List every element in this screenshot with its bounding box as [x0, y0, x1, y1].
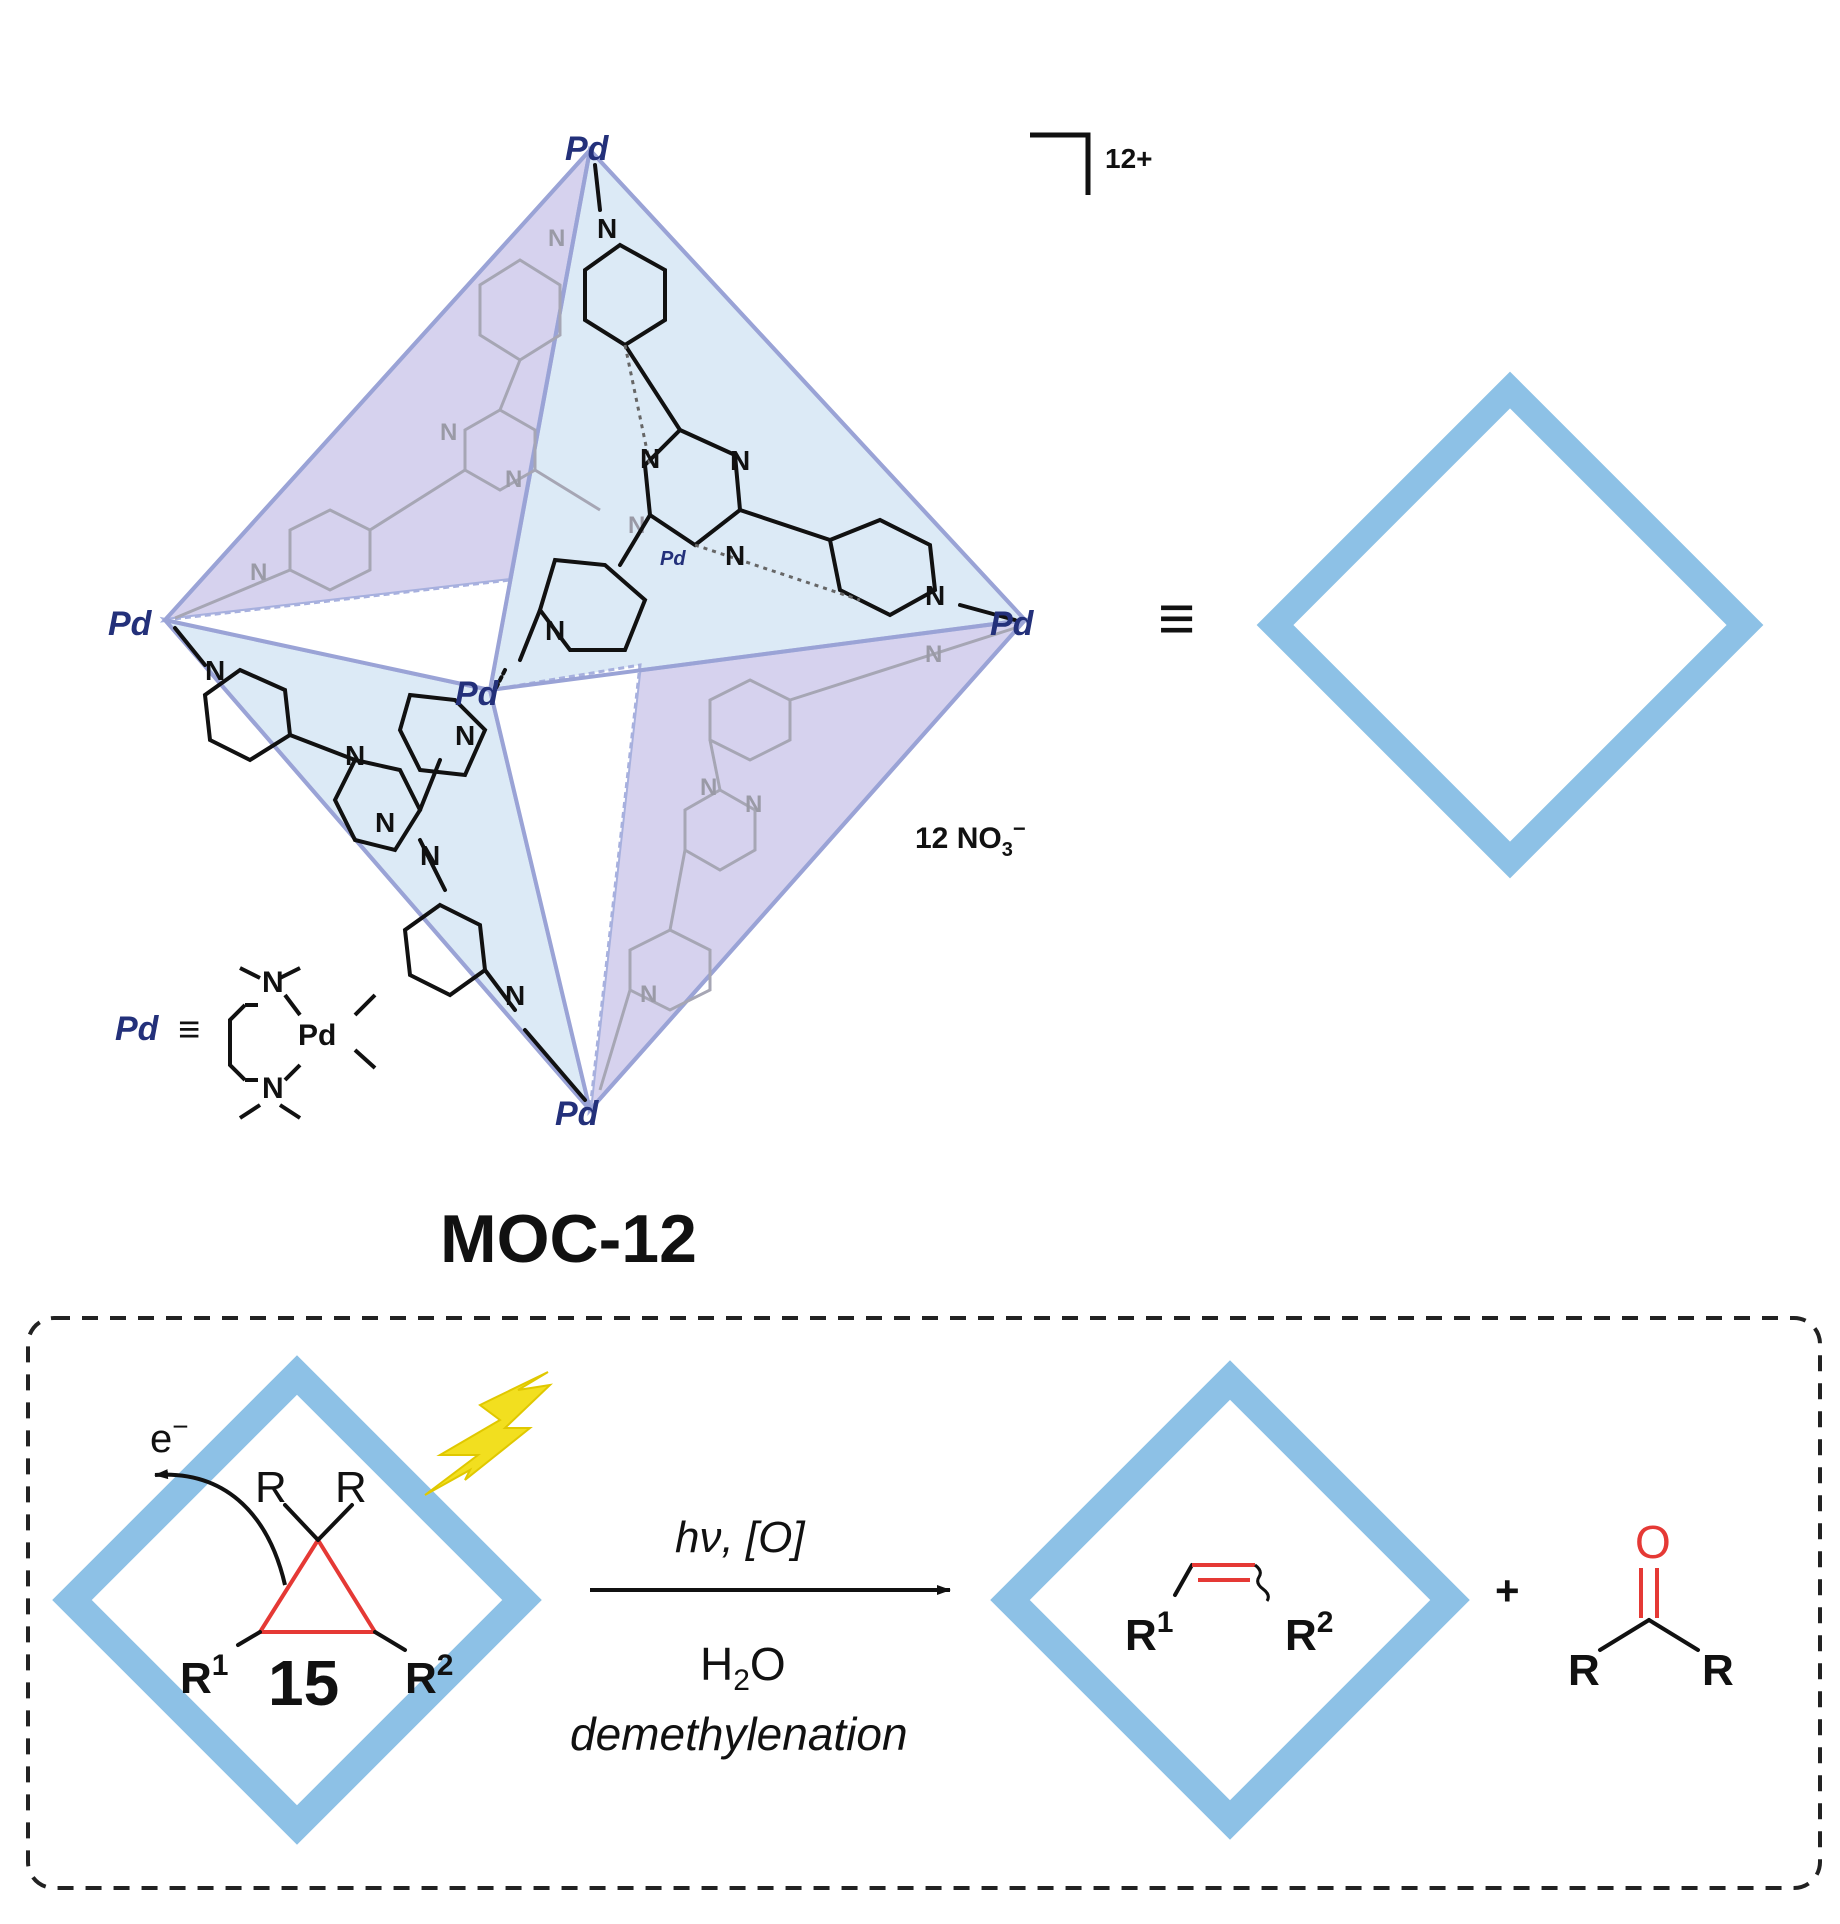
n-atom-label: N: [375, 807, 395, 838]
faded-n-label: N: [700, 774, 717, 801]
cage-edge-equator-right: [489, 618, 1026, 692]
electron-transfer-arrow: [154, 1469, 287, 1586]
faded-n-label: N: [745, 791, 762, 818]
pd-definition-inset: Pd ≡ N N Pd: [115, 966, 377, 1120]
product-r2: R2: [1285, 1606, 1333, 1660]
n-atom-label: N: [925, 580, 945, 611]
ketone-r-left: R: [1568, 1646, 1600, 1695]
faded-n-label: N: [640, 981, 657, 1008]
front-ligand-bottom-left: [173, 626, 587, 1102]
n-atom-label: N: [205, 655, 225, 686]
ketone-oxygen: O: [1635, 1516, 1671, 1568]
octahedral-cage: N N N N N N N N N N N N N N N Pd: [108, 130, 1035, 1133]
charge-bracket: 12+: [1030, 132, 1153, 195]
n-atom-label: N: [597, 213, 617, 244]
faded-n-label: N: [505, 466, 522, 493]
cage-schematic-square: [1256, 371, 1764, 879]
ketone-byproduct: O R R: [1568, 1516, 1734, 1695]
n-atom-label: N: [725, 540, 745, 571]
cage-edge-equator-front: [164, 618, 491, 692]
pd-definition-n-top: N: [262, 966, 284, 999]
faded-n-label: N: [925, 641, 942, 668]
pd-vertex-front: Pd: [455, 675, 500, 713]
compound-number: 15: [268, 1647, 339, 1719]
front-ligand-top-right: [493, 163, 1017, 692]
reaction-arrow-group: hν, [O] H2O demethylenation: [570, 1513, 951, 1760]
faded-n-label: N: [548, 225, 565, 252]
pd-vertex-left: Pd: [108, 605, 153, 643]
lightning-icon: [424, 1371, 553, 1496]
compound-name: MOC-12: [440, 1201, 697, 1277]
pd-definition-n-bottom: N: [262, 1072, 284, 1105]
product-host-guest: R1 R2: [990, 1360, 1470, 1840]
reaction-scheme-box: [26, 1316, 1822, 1890]
n-atom-label: N: [420, 840, 440, 871]
pd-definition-metal: Pd: [298, 1019, 336, 1052]
n-atom-label: N: [640, 443, 660, 474]
n-atom-label: N: [545, 615, 565, 646]
cage-square-reactant: [52, 1355, 542, 1845]
n-atom-label: N: [505, 980, 525, 1011]
pd-definition-equiv: ≡: [178, 1009, 200, 1051]
pd-vertex-bottom: Pd: [555, 1095, 600, 1133]
product-r1: R1: [1125, 1606, 1173, 1660]
pd-definition-lhs: Pd: [115, 1010, 160, 1048]
reaction-conditions-top: hν, [O]: [675, 1513, 806, 1562]
pd-vertex-right: Pd: [990, 605, 1035, 643]
electron-label: e−: [150, 1411, 189, 1461]
faded-ligand-back-right: [598, 626, 1016, 1091]
faded-n-label: N: [440, 419, 457, 446]
faded-ligand-back-left: [174, 258, 601, 620]
n-atom-label: N: [730, 445, 750, 476]
ketone-r-right: R: [1702, 1646, 1734, 1695]
substituent-r-right: R: [335, 1463, 367, 1512]
pd-label-hidden: Pd: [660, 548, 686, 570]
reaction-solvent: H2O: [700, 1638, 786, 1697]
substituent-r-left: R: [255, 1463, 287, 1512]
counter-anion-label: 12 NO3−: [915, 816, 1026, 861]
pd-vertex-top: Pd: [565, 130, 610, 168]
reaction-type: demethylenation: [570, 1708, 908, 1760]
plus-sign: +: [1495, 1567, 1520, 1614]
n-atom-label: N: [345, 740, 365, 771]
charge-label: 12+: [1105, 143, 1153, 174]
equivalence-symbol: ≡: [1158, 582, 1195, 654]
wavy-bond: [1254, 1563, 1270, 1602]
n-atom-label: N: [455, 720, 475, 751]
substituent-r2: R2: [405, 1649, 453, 1703]
cyclopropane-ring: [256, 1536, 379, 1634]
faded-n-label: N: [250, 559, 267, 586]
reactant-host-guest: R R R1 R2 15 e−: [52, 1355, 553, 1845]
cage-square-product: [990, 1360, 1470, 1840]
substituent-r1: R1: [180, 1649, 228, 1703]
